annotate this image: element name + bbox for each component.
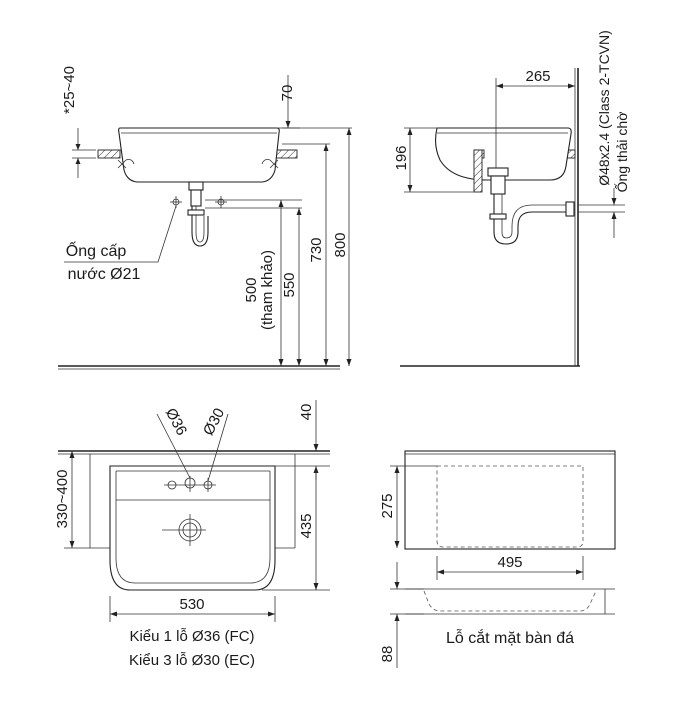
top-view: Ø36 Ø30 40 435 330~400 — [54, 400, 330, 669]
hole-30-label: Ø30 — [200, 405, 228, 438]
drain-spec-label: Ø48x2.4 (Class 2-TCVN) — [596, 30, 612, 186]
dim-265: 265 — [495, 68, 575, 168]
dim-275: 275 — [379, 465, 437, 548]
basin-side-outline — [118, 127, 280, 183]
clip-right — [261, 159, 279, 169]
dim-330-400: 330~400 — [54, 451, 90, 549]
dim-196-label: 196 — [393, 145, 410, 170]
dim-500-note: (tham khảo) — [259, 250, 276, 330]
dim-550-label: 550 — [281, 272, 298, 297]
drain-nut — [188, 181, 204, 191]
drain-trap-inner — [195, 206, 205, 243]
dim-40: 40 — [275, 400, 330, 480]
dim-88: 88 — [379, 562, 424, 668]
dim-800: 800 — [332, 128, 352, 366]
dim-530-label: 530 — [179, 596, 204, 613]
top-basin-outline — [109, 465, 276, 591]
dim-top-70: 70 — [278, 75, 300, 129]
profile-drain-pipe — [493, 194, 572, 245]
dim-550: 550 — [281, 208, 302, 366]
dim-196: 196 — [393, 127, 476, 193]
cutout-section-dashed — [423, 590, 597, 612]
profile-basin-outline — [434, 127, 572, 181]
top-basin-bowl — [115, 499, 271, 584]
dim-275-label: 275 — [379, 493, 396, 518]
dim-88-label: 88 — [379, 646, 396, 663]
dim-500-label: 500 — [243, 277, 260, 302]
drain-trap — [191, 206, 209, 247]
clip-left — [117, 159, 135, 169]
dim-265-label: 265 — [525, 68, 550, 85]
dim-40-label: 40 — [298, 404, 315, 421]
cutout-caption: Lỗ cắt mặt bàn đá — [446, 628, 574, 647]
countertop-right — [274, 149, 298, 159]
dim-800-label: 800 — [332, 232, 349, 257]
dim-730-label: 730 — [308, 237, 325, 262]
drain-body — [190, 189, 202, 207]
hole-36-label: Ø36 — [162, 405, 190, 438]
supply-leader — [64, 205, 177, 263]
drain-label: Ống thải chờ — [613, 112, 630, 193]
variant-fc-label: Kiểu 1 lỗ Ø36 (FC) — [129, 628, 254, 645]
dim-730: 730 — [308, 144, 329, 366]
supply-marker-right — [215, 196, 227, 208]
dim-495-label: 495 — [497, 554, 522, 571]
dim-330-400-label: 330~400 — [54, 470, 71, 529]
cutout-view: 275 495 88 Lỗ cắt mặt bàn đá — [379, 450, 616, 668]
supply-label-line1: Ống cấp — [66, 240, 127, 260]
dim-top-70-label: 70 — [279, 85, 296, 102]
dim-435-label: 435 — [298, 513, 315, 538]
dim-495: 495 — [436, 554, 584, 580]
variant-ec-label: Kiểu 3 lỗ Ø30 (EC) — [129, 652, 255, 669]
profile-wall-flange — [565, 201, 575, 217]
cutout-dashed-outline — [436, 465, 584, 548]
side-view: Ống cấp nước Ø21 *25~40 70 — [58, 66, 352, 370]
profile-bracket — [473, 149, 483, 193]
dim-drain-outlet: Ø48x2.4 (Class 2-TCVN) Ống thải chờ — [578, 30, 630, 238]
dim-500: 500 (tham khảo) — [243, 200, 284, 366]
cutout-countertop — [404, 450, 616, 550]
countertop-left — [97, 149, 121, 159]
dim-wall-thickness: *25~40 — [61, 66, 96, 178]
profile-view: 265 196 Ø48x2.4 (Class 2-TCVN) Ống thải … — [393, 30, 630, 367]
supply-label-line2: nước Ø21 — [68, 266, 141, 283]
drain-coupling — [187, 209, 205, 216]
dim-435: 435 — [262, 466, 330, 591]
dim-wall-thickness-label: *25~40 — [61, 66, 78, 114]
dim-530: 530 — [109, 596, 276, 622]
